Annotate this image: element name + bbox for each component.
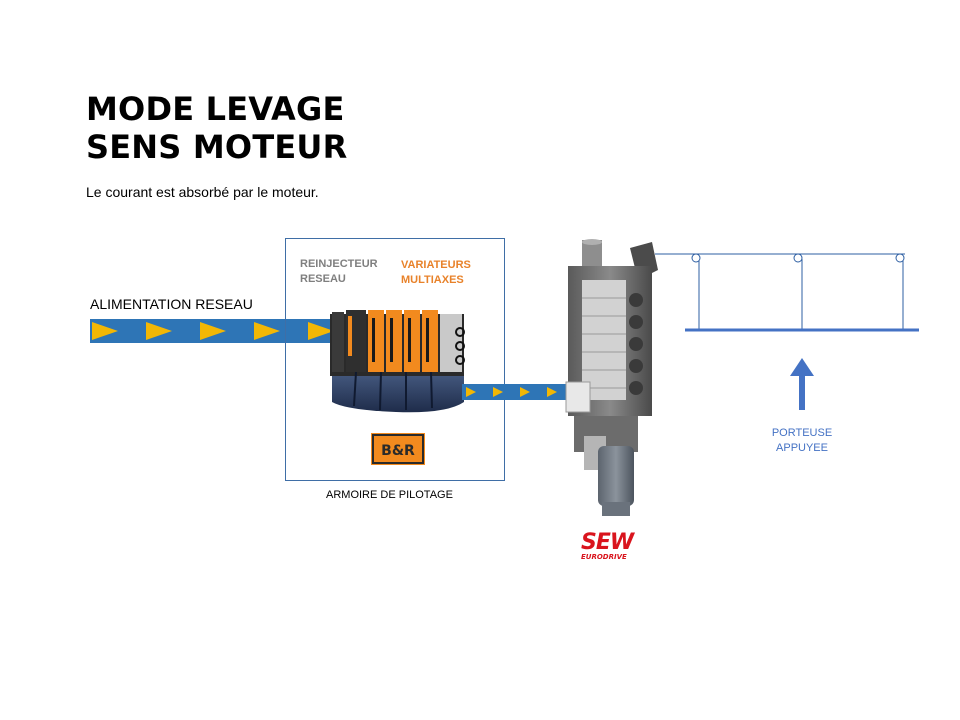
sew-logo-icon: SEW EURODRIVE [581,530,634,562]
title-line-2: SENS MOTEUR [86,128,348,166]
flow-arrow-icon [254,322,280,340]
supply-flow-band [90,319,340,343]
title-line-1: MODE LEVAGE [86,90,345,128]
flow-arrow-icon [520,387,530,397]
page-title: MODE LEVAGE SENS MOTEUR [86,90,347,166]
flow-arrow-icon [466,387,476,397]
flow-arrow-icon [92,322,118,340]
porteuse-label: PORTEUSE APPUYEE [740,426,864,456]
porteuse-line-1: PORTEUSE [771,427,833,439]
drive-rack-image [330,310,465,413]
reinjecteur-label: REINJECTEUR RESEAU [300,257,378,287]
motor-flow-band [462,384,566,400]
flow-arrow-icon [200,322,226,340]
subtitle: Le courant est absorbé par le moteur. [86,184,319,200]
supply-label: ALIMENTATION RESEAU [90,296,253,312]
flow-arrow-icon [146,322,172,340]
reinjecteur-line-1: REINJECTEUR [300,258,378,270]
porteuse-line-2: APPUYEE [776,442,828,454]
sew-logo-sub: EURODRIVE [581,553,627,561]
hoist-motor-image [565,239,658,516]
sew-logo-main: SEW [581,530,634,555]
flow-arrow-icon [308,322,334,340]
reinjecteur-line-2: RESEAU [300,273,346,285]
variateurs-line-1: VARIATEURS [401,259,471,271]
br-logo-text: B&R [381,443,415,459]
br-logo-icon: B&R [371,433,425,465]
variateurs-label: VARIATEURS MULTIAXES [401,258,471,288]
cabinet-label: ARMOIRE DE PILOTAGE [326,489,453,501]
cabinet-frame [285,238,505,481]
flow-arrow-icon [493,387,503,397]
flow-arrow-icon [547,387,557,397]
rail-structure [655,253,919,332]
variateurs-line-2: MULTIAXES [401,274,464,286]
up-arrow-icon [790,358,814,410]
